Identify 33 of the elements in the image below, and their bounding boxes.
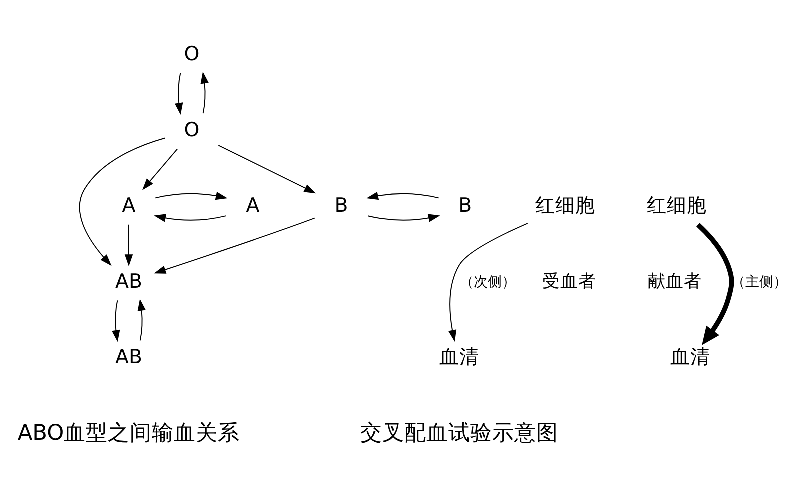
arrow	[218, 145, 316, 194]
node-text: 红细胞	[536, 194, 596, 218]
arrow	[142, 148, 178, 190]
node-text: 血清	[440, 346, 480, 369]
label: ABO血型之间输血关系	[18, 420, 240, 446]
edge-label: （次侧）	[460, 274, 516, 291]
node-text: A	[246, 194, 260, 218]
node-text: B	[458, 194, 472, 218]
label: 受血者	[542, 272, 597, 292]
arrow	[154, 214, 227, 222]
arrow	[112, 300, 120, 342]
node-text: AB	[116, 270, 142, 293]
node-text: AB	[116, 346, 142, 369]
node-text: 红细胞	[646, 194, 707, 218]
arrow	[366, 192, 440, 200]
arrow	[154, 218, 316, 274]
arrow	[79, 138, 166, 266]
node-text: A	[122, 194, 136, 218]
arrow	[448, 223, 528, 342]
arrow	[138, 299, 146, 342]
label: 交叉配血试验示意图	[360, 420, 559, 446]
node-text: B	[334, 194, 348, 218]
label: 献血者	[648, 272, 702, 292]
node-text: O	[184, 118, 200, 142]
edge-label: （主侧）	[732, 274, 788, 291]
node-text: 血清	[670, 346, 711, 369]
arrow	[174, 72, 184, 115]
arrow	[200, 72, 209, 114]
arrow	[124, 224, 134, 266]
arrow	[696, 223, 734, 346]
arrow	[368, 214, 440, 222]
arrow	[155, 192, 228, 200]
node-text: O	[184, 42, 200, 66]
